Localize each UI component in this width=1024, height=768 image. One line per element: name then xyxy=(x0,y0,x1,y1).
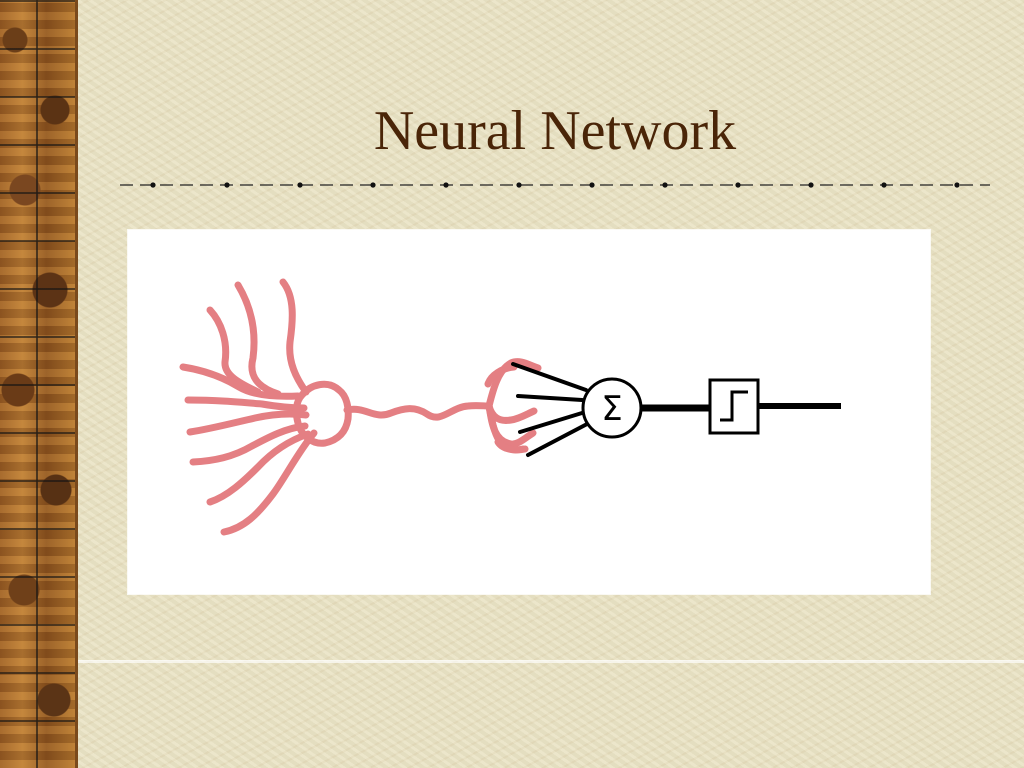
summation-node-icon: Σ xyxy=(581,377,643,439)
neural-network-diagram: Σ xyxy=(179,278,841,536)
side-panel-grid xyxy=(0,0,75,768)
neural-network-image: Σ xyxy=(128,230,930,594)
slide-title: Neural Network xyxy=(373,100,737,162)
biological-neuron-icon xyxy=(179,278,542,536)
decorative-side-panel xyxy=(0,0,78,768)
step-function-icon xyxy=(708,378,760,435)
input-connection-lines xyxy=(511,362,591,457)
summation-symbol: Σ xyxy=(601,389,622,429)
dotted-divider xyxy=(120,182,990,188)
bottom-separator xyxy=(78,660,1024,663)
